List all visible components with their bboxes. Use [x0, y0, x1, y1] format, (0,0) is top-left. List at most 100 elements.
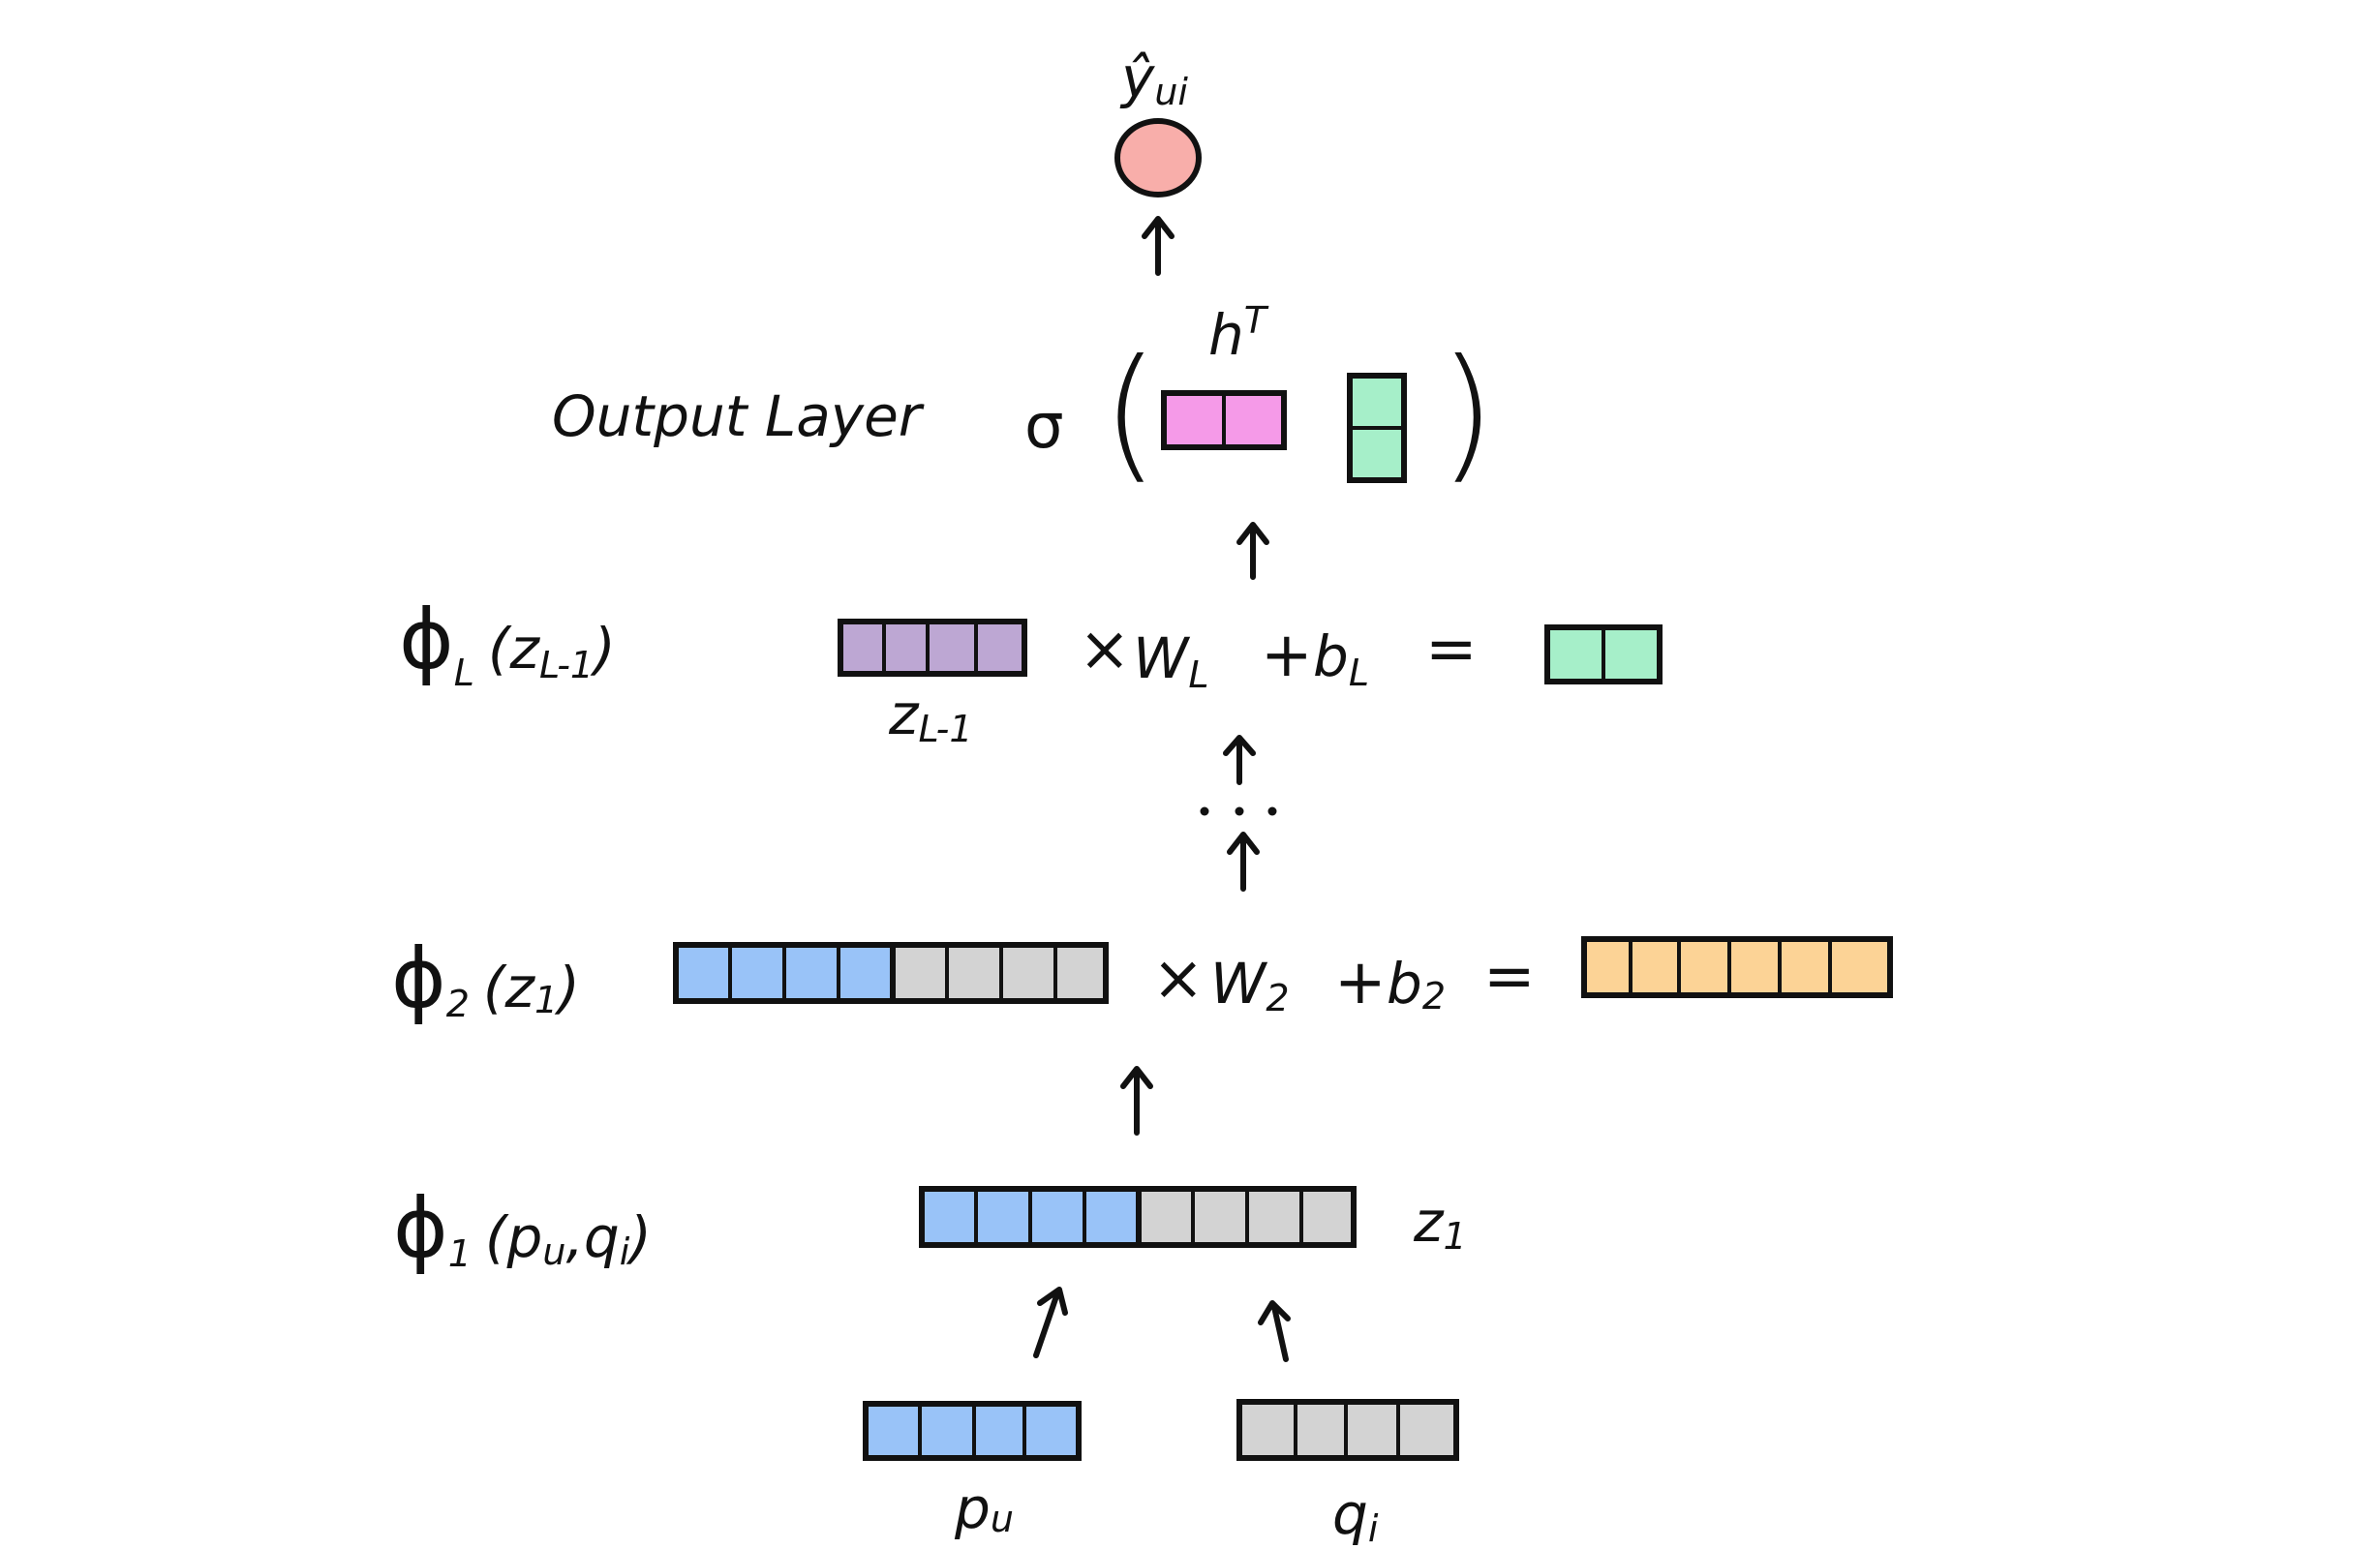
pu-outline	[863, 1401, 1082, 1461]
w-subscript: 2	[1266, 977, 1289, 1019]
last-hidden-cell	[1348, 426, 1406, 482]
vector-h	[1161, 390, 1287, 450]
hL-outline	[1544, 624, 1663, 684]
phi-L-label: ϕL(zL-1)	[399, 592, 616, 694]
phi-symbol: ϕ	[399, 592, 454, 688]
z1-long-cell	[1053, 943, 1108, 1003]
close-paren: )	[1439, 329, 1496, 498]
z-subscript: L-1	[918, 708, 972, 750]
arrow-layer-2-to-ellipsis	[1227, 832, 1260, 892]
z1-long-cell	[945, 943, 1003, 1003]
z1-cell	[1245, 1187, 1303, 1247]
vector-pu	[863, 1401, 1082, 1461]
phi-arg-open: (z	[483, 955, 536, 1020]
z-symbol: z	[888, 682, 920, 747]
vector-qi	[1236, 1399, 1459, 1461]
z1-cell	[1083, 1187, 1141, 1247]
b-subscript: L	[1349, 652, 1369, 694]
last-hidden-outline	[1347, 373, 1407, 483]
pu-cell	[972, 1402, 1026, 1460]
arrow-z1-to-layer-2	[1120, 1066, 1153, 1136]
ellipsis-dot	[1235, 806, 1244, 816]
pu-cell	[864, 1402, 922, 1460]
z1-cell	[1299, 1187, 1356, 1247]
z1-long-cell	[728, 943, 786, 1003]
hL-cell	[1545, 625, 1605, 683]
phi-arg-close: )	[554, 955, 580, 1020]
z1-cell	[1191, 1187, 1249, 1247]
h-superscript: T	[1244, 299, 1269, 342]
times-sign-L: ×	[1079, 614, 1131, 685]
w-symbol: W	[1133, 625, 1191, 691]
p-subscript: u	[991, 1498, 1014, 1540]
phi-arg-sub: 1	[534, 979, 558, 1021]
p-symbol: p	[954, 1475, 991, 1541]
arrow-ellipsis-to-L	[1223, 735, 1256, 785]
h2-cell	[1677, 937, 1731, 997]
plus-sign-L: +	[1261, 620, 1313, 691]
z1-long-cell	[674, 943, 732, 1003]
pu-label: pu	[954, 1475, 1014, 1541]
sigma-symbol: σ	[1024, 391, 1064, 463]
equals-sign-L: =	[1425, 614, 1478, 685]
pu-cell	[918, 1402, 976, 1460]
y-hat-symbol: ŷ	[1119, 45, 1155, 110]
z-L-minus-1-label: zL-1	[888, 682, 973, 750]
phi-arg-mid: ,q	[565, 1204, 619, 1270]
phi-1-label: ϕ1(pu,qi)	[393, 1180, 652, 1277]
open-paren: (	[1102, 329, 1159, 498]
arrow-output-to-node	[1142, 216, 1175, 276]
phi-arg-open: (z	[488, 616, 541, 682]
arrow-qi-to-z1	[1258, 1300, 1291, 1362]
vector-hidden-L	[1544, 624, 1663, 684]
ellipsis-dot	[1267, 806, 1277, 816]
qi-cell	[1294, 1400, 1348, 1460]
b-subscript: 2	[1422, 975, 1446, 1017]
pu-cell	[1022, 1402, 1081, 1460]
h2-outline	[1581, 936, 1893, 998]
bias-L-label: bL	[1313, 623, 1369, 694]
z1-label: z1	[1413, 1189, 1467, 1258]
vector-z-L-minus-1	[838, 619, 1027, 677]
bias-2-label: b2	[1387, 951, 1446, 1017]
ellipsis-dot	[1200, 806, 1209, 816]
h-symbol: h	[1208, 302, 1244, 368]
vector-z1	[919, 1186, 1357, 1248]
phi-subscript: 1	[448, 1232, 472, 1275]
qi-outline	[1236, 1399, 1459, 1461]
y-hat-subscript: ui	[1154, 71, 1188, 113]
h2-cell	[1727, 937, 1782, 997]
z1-long-cell	[999, 943, 1057, 1003]
phi-arg-open: (p	[485, 1204, 542, 1270]
phi-2-label: ϕ2(z1)	[391, 930, 580, 1027]
z1-cell	[974, 1187, 1032, 1247]
weight-L-label: WL	[1133, 625, 1209, 696]
z-symbol: z	[1413, 1189, 1445, 1255]
qi-cell	[1237, 1400, 1297, 1460]
b-symbol: b	[1313, 623, 1349, 689]
arrow-layer-L-to-output	[1236, 522, 1269, 580]
zL1-cell	[882, 620, 930, 676]
y-hat-label: ŷui	[1119, 45, 1188, 113]
z-subscript: 1	[1443, 1215, 1466, 1258]
w-subscript: L	[1188, 653, 1208, 696]
qi-cell	[1344, 1400, 1400, 1460]
phi-arg-close: )	[626, 1204, 652, 1270]
h-transpose-label: hT	[1208, 299, 1269, 368]
w-symbol: W	[1210, 951, 1268, 1017]
h-cell	[1222, 391, 1286, 449]
zL1-cell	[926, 620, 978, 676]
qi-label: qi	[1332, 1481, 1379, 1549]
z1-long-cell	[837, 943, 895, 1003]
z1-long-cell	[782, 943, 840, 1003]
phi-arg-sub-i: i	[620, 1230, 630, 1273]
z1-cell	[1137, 1187, 1195, 1247]
h2-cell	[1828, 937, 1892, 997]
equals-sign-2: =	[1483, 941, 1536, 1013]
zL1-cell	[839, 620, 886, 676]
qi-cell	[1396, 1400, 1458, 1460]
phi-arg-close: )	[590, 616, 616, 682]
q-subscript: i	[1368, 1507, 1379, 1549]
z1-cell	[920, 1187, 978, 1247]
